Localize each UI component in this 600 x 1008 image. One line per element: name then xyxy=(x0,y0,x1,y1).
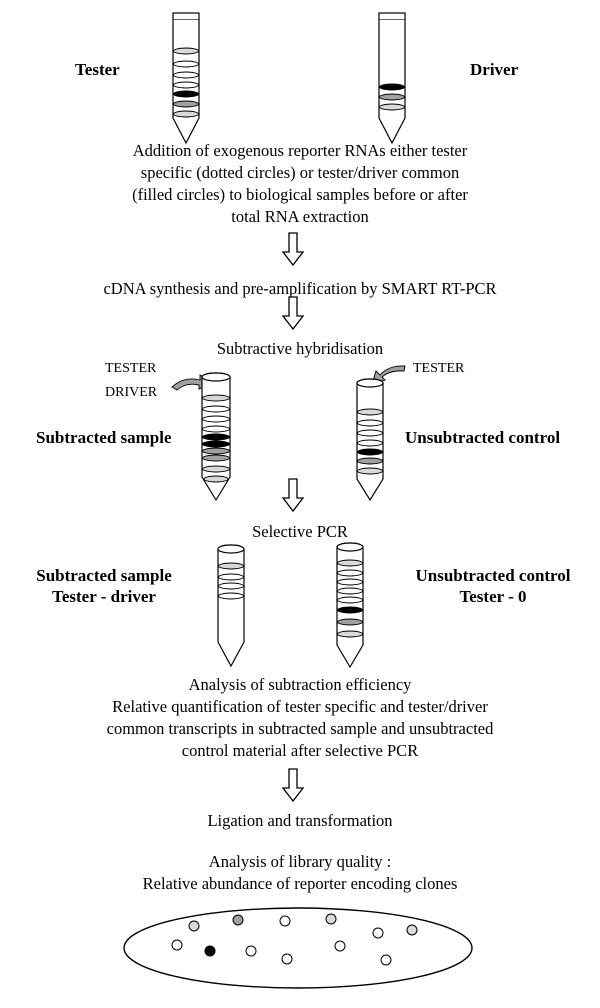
tube-band xyxy=(357,467,383,475)
pcr-unsubtracted-tube xyxy=(336,542,364,669)
step1-line-1: Addition of exogenous reporter RNAs eith… xyxy=(132,141,468,160)
tube-band xyxy=(379,103,405,111)
unsubtracted-control-label: Unsubtracted control xyxy=(405,428,561,447)
tube-band xyxy=(337,630,363,638)
step5-line-2: Relative quantification of tester specif… xyxy=(112,697,488,716)
unsubtracted-tube xyxy=(356,378,384,502)
clone-colony xyxy=(380,954,392,966)
tube-band xyxy=(357,457,383,465)
down-arrow-icon xyxy=(282,768,304,802)
tester-minus-driver-label: Tester - driver xyxy=(52,587,156,606)
clone-colony xyxy=(171,939,183,951)
tester-tube xyxy=(172,12,200,145)
step-selective-pcr: Selective PCR xyxy=(252,522,348,541)
clone-colony xyxy=(334,940,346,952)
tube-band xyxy=(379,93,405,101)
step7-line-1: Analysis of library quality : xyxy=(208,852,392,871)
tube-band xyxy=(357,408,383,416)
tube-band xyxy=(202,425,230,433)
tube-band xyxy=(357,439,383,447)
step-library-quality: Analysis of library quality : Relative a… xyxy=(0,851,600,895)
tube-band xyxy=(173,100,199,108)
down-arrow-icon xyxy=(282,478,304,512)
step-subtractive-hybridisation: Subtractive hybridisation xyxy=(216,339,384,358)
tube-band xyxy=(218,592,244,600)
tube-band xyxy=(337,559,363,567)
tube-band xyxy=(173,60,199,68)
tube-band xyxy=(202,394,230,402)
tube-band xyxy=(337,587,363,595)
subtracted-tube xyxy=(201,372,231,502)
driver-label: Driver xyxy=(470,60,519,79)
clone-colony xyxy=(279,915,291,927)
tester-caps-right: TESTER xyxy=(413,361,465,376)
tester-minus-0-label: Tester - 0 xyxy=(459,587,527,606)
tube-band xyxy=(202,405,230,413)
clone-colony xyxy=(406,924,418,936)
tube-band xyxy=(357,419,383,427)
step5-line-1: Analysis of subtraction efficiency xyxy=(188,675,412,694)
tube-band xyxy=(173,81,199,89)
subtracted-sample-label-2: Subtracted sample xyxy=(36,566,172,585)
step-subtraction-efficiency: Analysis of subtraction efficiency Relat… xyxy=(0,674,600,762)
step-ligation: Ligation and transformation xyxy=(207,811,393,830)
tube-band xyxy=(218,562,244,570)
driver-tube xyxy=(378,12,406,145)
tube-band xyxy=(357,448,383,456)
driver-caps: DRIVER xyxy=(105,385,158,400)
down-arrow-icon xyxy=(282,296,304,330)
tube-band xyxy=(202,433,230,441)
subtracted-sample-label: Subtracted sample xyxy=(36,428,172,447)
step1-line-2: specific (dotted circles) or tester/driv… xyxy=(140,163,460,182)
tube-band xyxy=(337,569,363,577)
clone-colony xyxy=(245,945,257,957)
tube-band xyxy=(202,415,230,423)
pcr-subtracted-tube xyxy=(217,544,245,668)
clone-colony xyxy=(188,920,200,932)
clone-colony xyxy=(204,945,216,957)
tube-band xyxy=(202,465,230,473)
tester-label: Tester xyxy=(75,60,120,79)
tube-band xyxy=(202,440,230,448)
step-reporter-addition: Addition of exogenous reporter RNAs eith… xyxy=(0,140,600,228)
tube-band xyxy=(173,110,199,118)
tube-band xyxy=(173,71,199,79)
step5-line-4: control material after selective PCR xyxy=(181,741,419,760)
tube-band xyxy=(357,429,383,437)
tester-caps-left: TESTER xyxy=(105,361,157,376)
tube-band xyxy=(337,606,363,614)
step1-line-3: (filled circles) to biological samples b… xyxy=(132,185,468,204)
tube-band xyxy=(202,447,230,455)
clone-colony xyxy=(372,927,384,939)
down-arrow-icon xyxy=(282,232,304,266)
tube-band xyxy=(379,83,405,91)
step1-line-4: total RNA extraction xyxy=(231,207,369,226)
step-cdna-synthesis: cDNA synthesis and pre-amplification by … xyxy=(103,279,497,298)
tube-band xyxy=(337,618,363,626)
unsubtracted-control-label-2: Unsubtracted control xyxy=(415,566,571,585)
clone-colony xyxy=(232,914,244,926)
petri-dish xyxy=(123,907,473,989)
tube-band xyxy=(173,90,199,98)
tube-band xyxy=(218,582,244,590)
tube-band xyxy=(218,573,244,581)
tube-band xyxy=(337,596,363,604)
step7-line-2: Relative abundance of reporter encoding … xyxy=(142,874,458,893)
clone-colony xyxy=(325,913,337,925)
tube-band xyxy=(202,454,230,462)
tube-band xyxy=(203,475,229,483)
tube-band xyxy=(337,578,363,586)
step5-line-3: common transcripts in subtracted sample … xyxy=(106,719,494,738)
tube-band xyxy=(173,47,199,55)
clone-colony xyxy=(281,953,293,965)
